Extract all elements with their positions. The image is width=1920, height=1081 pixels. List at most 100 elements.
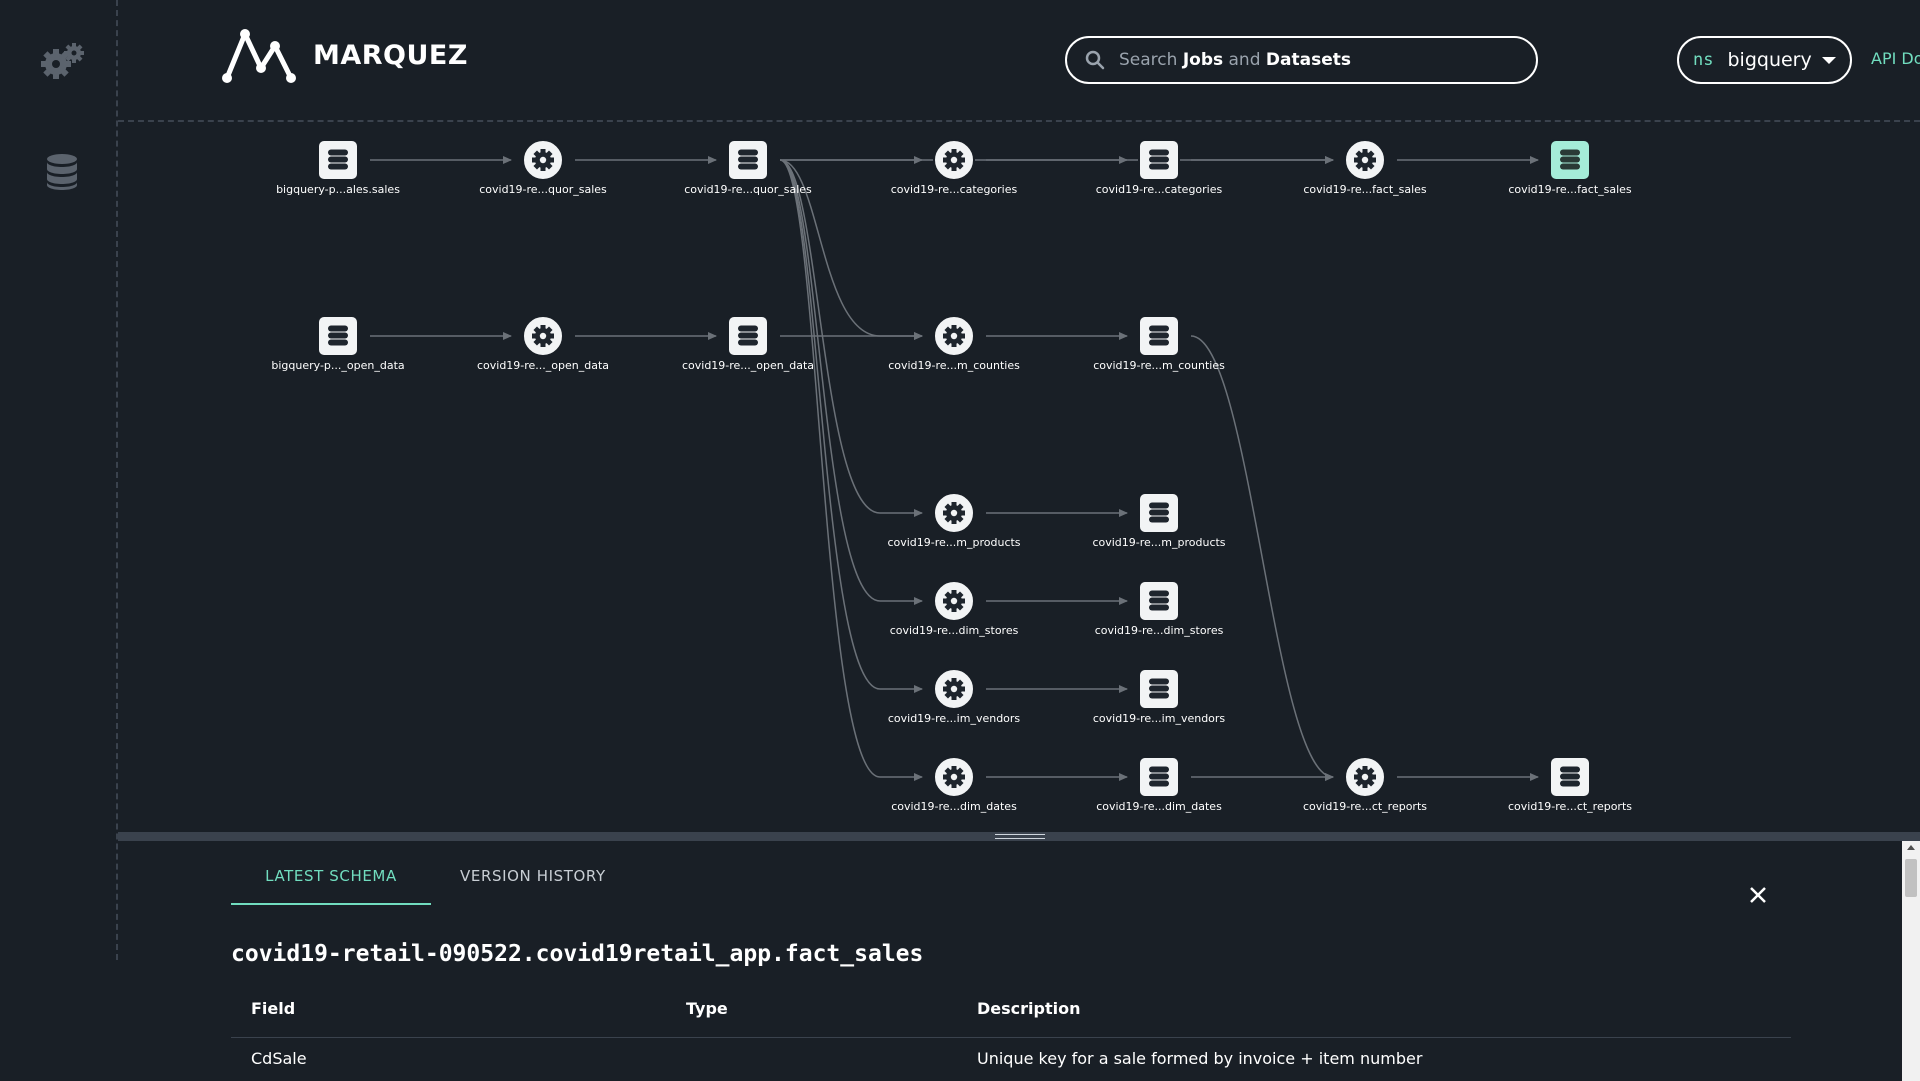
database-icon [738, 325, 758, 346]
gears-icon [41, 43, 84, 79]
namespace-select[interactable]: ns bigquery [1677, 36, 1852, 84]
dataset-node[interactable]: bigquery-p..._open_data [271, 315, 405, 372]
dataset-node[interactable]: covid19-re...quor_sales [684, 139, 812, 196]
namespace-prefix: ns [1693, 50, 1714, 70]
dataset-node[interactable]: covid19-re...dim_stores [1095, 580, 1224, 637]
gear-icon [943, 590, 965, 612]
lineage-edge [779, 159, 923, 605]
database-icon [1560, 149, 1580, 170]
dataset-node[interactable]: covid19-re..._open_data [682, 315, 814, 372]
database-icon [1149, 678, 1169, 699]
search-prefix: Search [1119, 50, 1178, 70]
marquez-logo[interactable]: MARQUEZ [221, 26, 468, 84]
database-icon [1560, 766, 1580, 787]
gear-icon [943, 149, 965, 171]
database-icon [738, 149, 758, 170]
drawer-scrollbar[interactable] [1902, 841, 1920, 1081]
marquez-logo-icon [222, 29, 296, 83]
gear-icon [532, 325, 554, 347]
lineage-edge [779, 159, 923, 340]
tab-version-history[interactable]: VERSION HISTORY [460, 867, 606, 885]
job-node[interactable]: covid19-re..._open_data [477, 315, 609, 372]
lineage-edge [779, 159, 923, 781]
database-icon [1149, 325, 1169, 346]
dataset-node[interactable]: covid19-re...fact_sales [1508, 139, 1632, 196]
lineage-graph-canvas[interactable]: bigquery-p...ales.sales covid19-re...quor… [120, 124, 1920, 832]
gear-icon [943, 325, 965, 347]
database-icon [1149, 766, 1169, 787]
dataset-node[interactable]: covid19-re...m_products [1092, 492, 1226, 549]
search-word-jobs: Jobs [1182, 50, 1224, 70]
header: MARQUEZ Search Jobs and Datasets ns bigq… [118, 0, 1920, 122]
table-divider [231, 1037, 1791, 1038]
node-label: covid19-re...m_counties [1093, 359, 1225, 372]
dataset-node[interactable]: covid19-re...dim_dates [1096, 756, 1222, 813]
node-label: covid19-re...fact_sales [1303, 183, 1427, 196]
job-node[interactable]: covid19-re...im_vendors [888, 668, 1021, 725]
scrollbar-thumb[interactable] [1905, 859, 1917, 897]
node-label: covid19-re...dim_dates [891, 800, 1017, 813]
job-node[interactable]: covid19-re...m_counties [888, 315, 1020, 372]
close-icon[interactable] [1744, 881, 1772, 909]
gear-icon [532, 149, 554, 171]
dataset-drawer: LATEST SCHEMA VERSION HISTORY covid19-re… [118, 841, 1920, 1081]
node-label: covid19-re...fact_sales [1508, 183, 1632, 196]
search-word-datasets: Datasets [1265, 50, 1351, 70]
dataset-node[interactable]: bigquery-p...ales.sales [276, 139, 400, 196]
database-icon [1149, 149, 1169, 170]
node-label: covid19-re...dim_dates [1096, 800, 1222, 813]
search-placeholder: Search Jobs and Datasets [1119, 50, 1351, 70]
job-node[interactable]: covid19-re...dim_stores [890, 580, 1019, 637]
node-label: covid19-re..._open_data [682, 359, 814, 372]
dataset-node[interactable]: covid19-re...ct_reports [1508, 756, 1632, 813]
column-header-field: Field [251, 999, 296, 1018]
sidebar-item-jobs[interactable] [38, 38, 86, 86]
node-label: covid19-re...m_products [887, 536, 1020, 549]
api-docs-link[interactable]: API Docs [1871, 49, 1920, 68]
job-node[interactable]: covid19-re...m_products [887, 492, 1021, 549]
node-label: covid19-re...ct_reports [1303, 800, 1427, 813]
job-node[interactable]: covid19-re...quor_sales [479, 139, 607, 196]
sidebar-item-datasets[interactable] [38, 148, 86, 196]
job-node[interactable]: covid19-re...ct_reports [1303, 756, 1427, 813]
job-node[interactable]: covid19-re...dim_dates [891, 756, 1017, 813]
node-label: covid19-re...categories [1096, 183, 1223, 196]
job-node[interactable]: covid19-re...categories [891, 139, 1018, 196]
database-icon [328, 149, 348, 170]
gear-icon [943, 766, 965, 788]
node-label: covid19-re...im_vendors [888, 712, 1021, 725]
database-icon [47, 154, 77, 190]
tab-latest-schema[interactable]: LATEST SCHEMA [231, 867, 431, 905]
database-icon [1149, 502, 1169, 523]
chevron-down-icon [1822, 57, 1836, 64]
dataset-node[interactable]: covid19-re...categories [1096, 139, 1223, 196]
node-label: covid19-re...categories [891, 183, 1018, 196]
scroll-up-arrow-icon[interactable] [1907, 845, 1915, 850]
database-icon [328, 325, 348, 346]
node-label: bigquery-p..._open_data [271, 359, 404, 372]
search-input[interactable]: Search Jobs and Datasets [1065, 36, 1538, 84]
job-node[interactable]: covid19-re...fact_sales [1303, 139, 1427, 196]
gear-icon [943, 678, 965, 700]
node-label: covid19-re...quor_sales [684, 183, 812, 196]
table-cell-description: Unique key for a sale formed by invoice … [977, 1049, 1423, 1068]
namespace-value: bigquery [1727, 49, 1812, 71]
app-title: MARQUEZ [313, 39, 468, 71]
drawer-resize-handle[interactable] [995, 834, 1045, 839]
database-icon [1149, 590, 1169, 611]
column-header-type: Type [686, 999, 728, 1018]
dataset-node[interactable]: covid19-re...im_vendors [1093, 668, 1226, 725]
node-label: bigquery-p...ales.sales [276, 183, 400, 196]
search-conj: and [1228, 50, 1261, 70]
lineage-edge [779, 159, 923, 693]
column-header-description: Description [977, 999, 1081, 1018]
sidebar [0, 0, 118, 960]
node-label: covid19-re...quor_sales [479, 183, 607, 196]
node-label: covid19-re...m_products [1092, 536, 1225, 549]
drawer-divider [118, 832, 1920, 841]
lineage-edge [779, 159, 923, 517]
lineage-graph[interactable]: bigquery-p...ales.sales covid19-re...quor… [120, 124, 1920, 832]
dataset-node[interactable]: covid19-re...m_counties [1093, 315, 1225, 372]
gear-icon [1354, 149, 1376, 171]
